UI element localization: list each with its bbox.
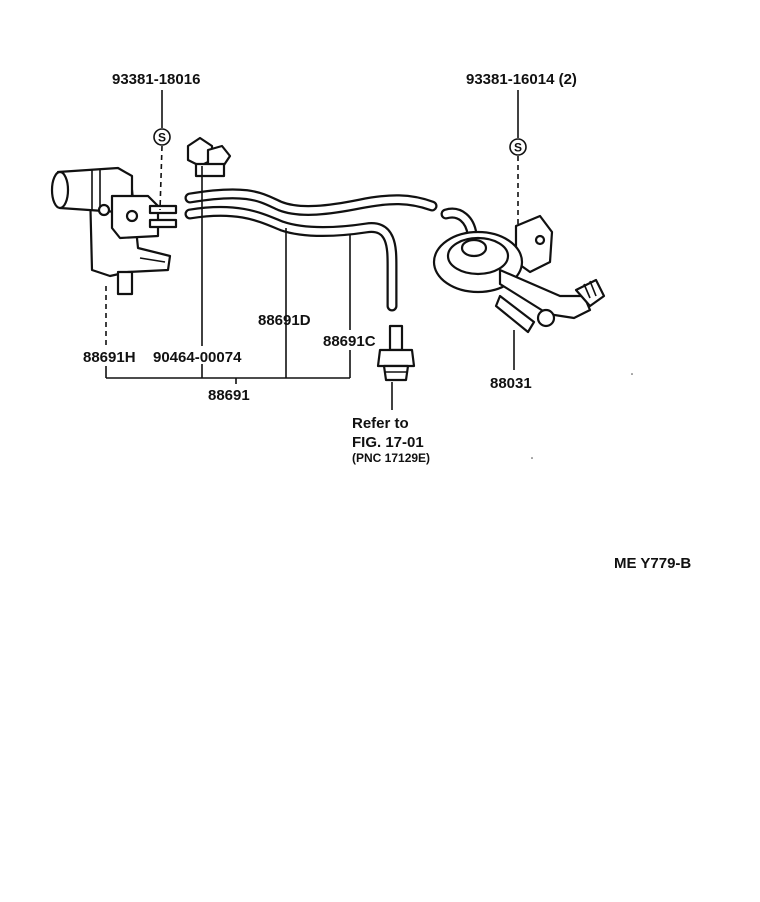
figure-code: ME Y779-B [614,555,691,572]
leader-lines [105,90,519,410]
label-refer-1: Refer to [352,415,409,432]
label-refer-2: FIG. 17-01 [352,434,424,451]
label-hose-set: 88691 [208,387,250,404]
label-hose-d: 88691D [258,312,311,329]
label-bolt-right: 93381-16014 (2) [466,71,577,88]
circled-s-icon: S [509,138,527,156]
hose-88691d [184,188,438,216]
actuator-88031 [432,207,606,334]
label-actuator: 88031 [490,375,532,392]
label-refer-3: (PNC 17129E) [352,451,430,465]
label-vsv: 88691H [83,349,136,366]
svg-text:S: S [514,141,522,155]
label-bolt-left: 93381-18016 [112,71,200,88]
label-hose-c: 88691C [323,333,376,350]
vacuum-fitting [376,324,416,382]
clamp-90464-00074 [186,136,232,178]
label-clamp: 90464-00074 [153,349,242,366]
svg-text:S: S [158,131,166,145]
vsv-unit-88691h [50,166,178,296]
hose-88691c [184,205,398,312]
circled-s-icon: S [153,128,171,146]
